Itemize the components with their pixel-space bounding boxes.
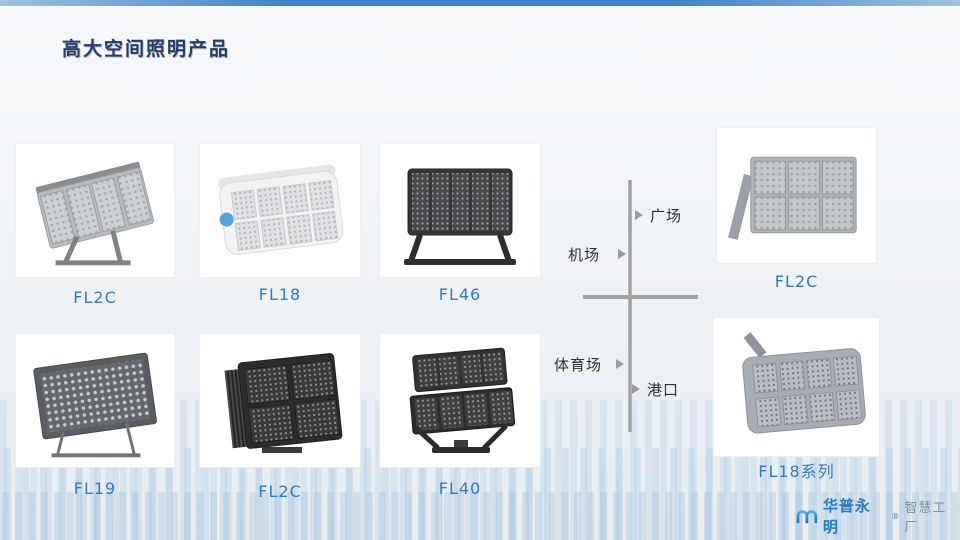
axis-label-plaza: 广场 xyxy=(650,207,683,225)
product-label-fl40: FL40 xyxy=(438,479,482,498)
logo-registered-mark: ® xyxy=(891,511,900,521)
page-title: 高大空间照明产品 xyxy=(62,38,231,60)
product-label-fl19: FL19 xyxy=(73,479,117,498)
floodlight-fl2c-black-image xyxy=(224,352,343,453)
axis-label-stadium: 体育场 xyxy=(554,356,603,374)
axis-marker-tiyuchang xyxy=(616,359,624,369)
logo-suffix-text: 智慧工厂 xyxy=(904,501,947,535)
product-label-fl46: FL46 xyxy=(438,285,482,304)
product-label-fl2c-black: FL2C xyxy=(258,482,302,501)
floodlight-fl2c-image xyxy=(35,161,155,265)
application-axis-diagram xyxy=(583,180,698,432)
axis-marker-gangkou xyxy=(632,384,640,394)
axis-marker-guangchang xyxy=(635,210,643,220)
product-card-fl2c-black xyxy=(199,333,361,468)
product-label-fl2c-right: FL2C xyxy=(774,272,819,291)
product-label-fl2c-1: FL2C xyxy=(73,288,117,307)
product-label-fl18: FL18 xyxy=(258,285,302,304)
product-card-fl18 xyxy=(199,143,361,278)
floodlight-fl2c-pole-image xyxy=(728,156,857,240)
product-label-fl18-series: FL18系列 xyxy=(758,462,835,481)
axis-label-airport: 机场 xyxy=(568,246,601,264)
product-card-fl40 xyxy=(379,333,541,468)
floodlight-fl40-image xyxy=(409,347,516,453)
floodlight-fl18-image xyxy=(218,164,344,255)
floodlight-fl18-series-image xyxy=(741,332,866,434)
product-card-fl18-series xyxy=(713,317,880,457)
logo-arches-icon xyxy=(796,510,818,523)
logo-brand-text: 华普永明 xyxy=(822,497,871,536)
axis-marker-jichang xyxy=(618,249,626,259)
product-card-fl46 xyxy=(379,143,541,278)
product-card-fl2c-right xyxy=(716,127,877,264)
axis-label-port: 港口 xyxy=(647,381,680,399)
top-accent-bar xyxy=(0,0,960,6)
product-card-fl19 xyxy=(15,333,175,468)
floodlight-fl19-image xyxy=(33,352,157,457)
company-logo: 华普永明 ® 智慧工厂 xyxy=(796,495,960,537)
product-card-fl2c-1 xyxy=(15,143,175,278)
floodlight-fl46-image xyxy=(404,168,516,265)
